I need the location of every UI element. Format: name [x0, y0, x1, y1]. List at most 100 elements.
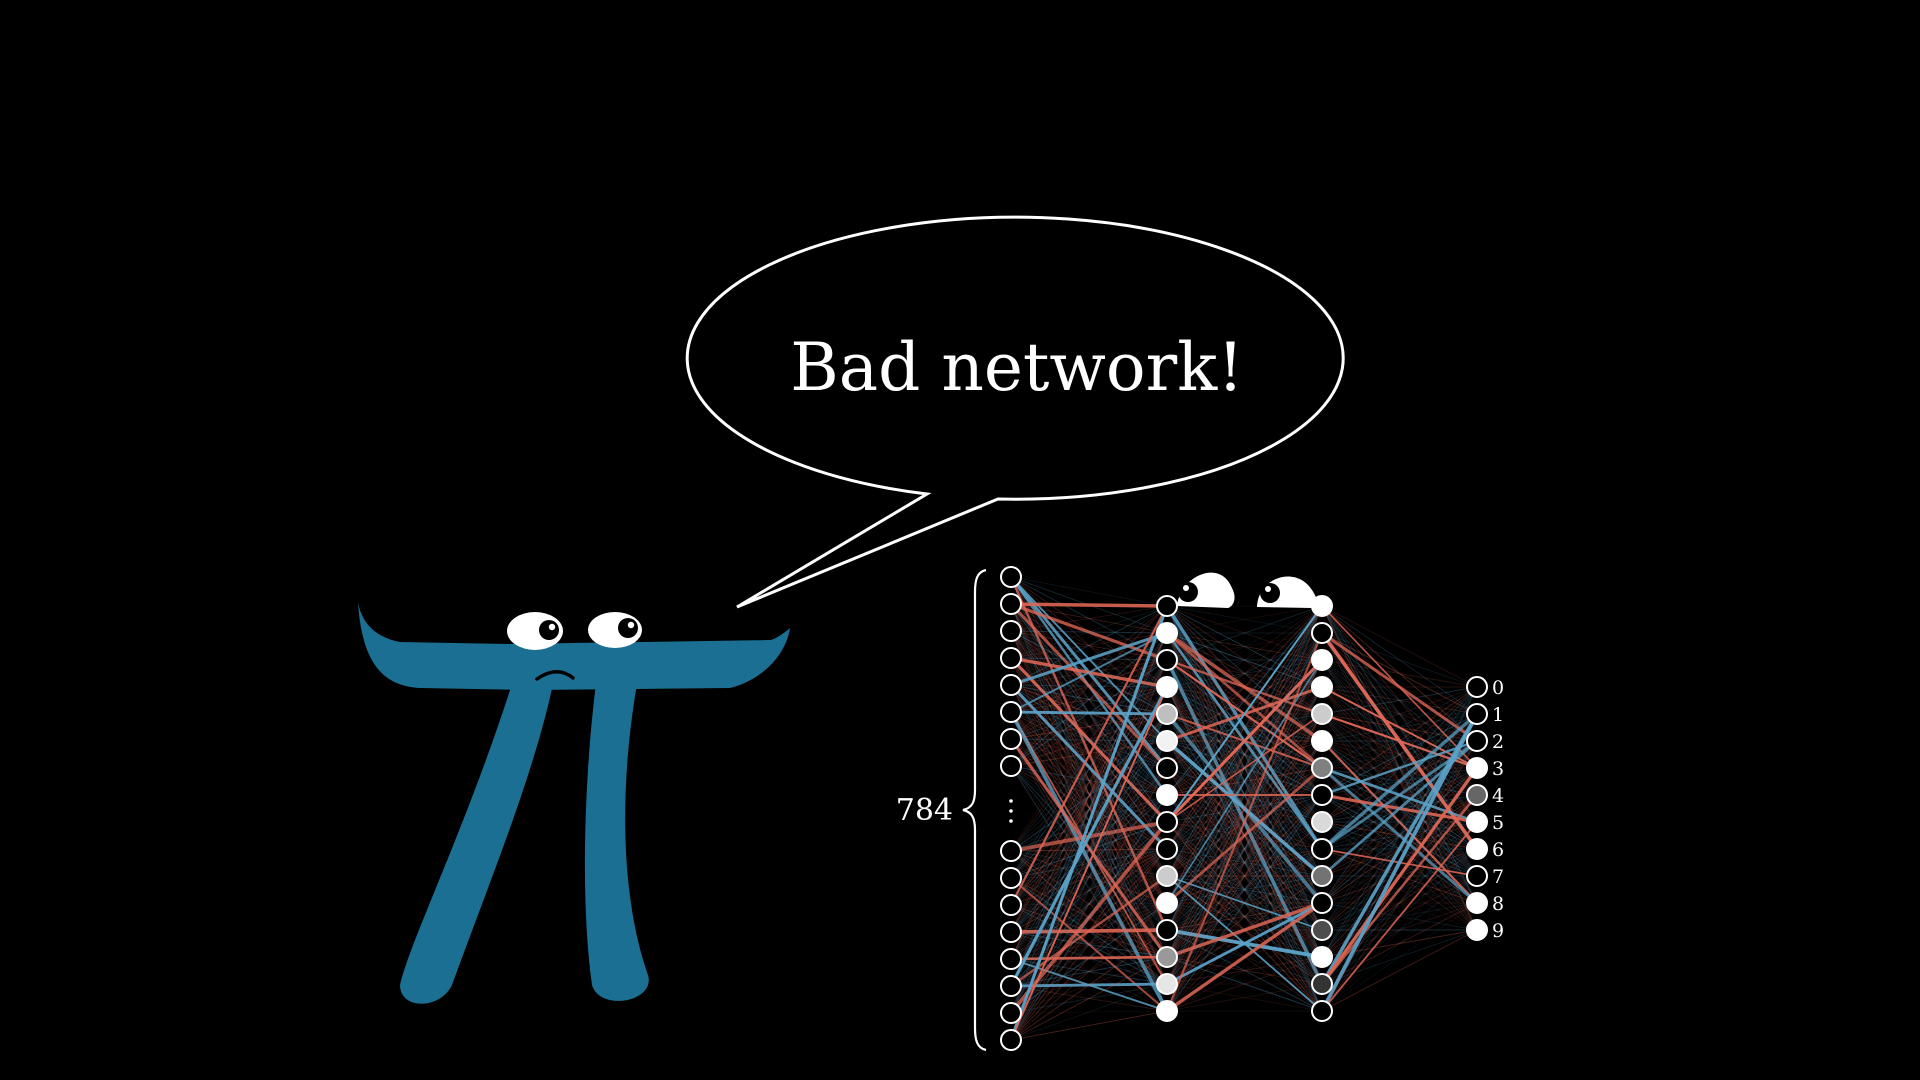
weight-edge [1166, 632, 1323, 904]
input-neuron [1000, 921, 1022, 943]
weight-edge [1166, 713, 1323, 742]
weight-edge [1166, 848, 1323, 877]
weight-edge [1166, 686, 1323, 769]
weight-edge [1166, 767, 1323, 850]
weight-edge [1166, 956, 1323, 985]
weight-edge [1166, 713, 1323, 877]
input-neuron [1000, 620, 1022, 642]
weight-edge [1166, 605, 1323, 823]
weight-edge [1321, 739, 1478, 797]
weight-edge [1010, 902, 1168, 906]
weight-edge [1321, 875, 1478, 931]
weight-edge [1166, 686, 1323, 985]
weight-edge [1166, 713, 1323, 904]
weight-edge [1166, 713, 1323, 985]
weight-edge [1166, 821, 1323, 1012]
weight-edge [1166, 901, 1323, 986]
neurons [1000, 566, 1488, 1051]
weight-edge [1010, 630, 1168, 985]
weight-edge [1321, 713, 1478, 769]
weight-edge [1165, 605, 1324, 850]
weight-edge [1321, 794, 1478, 985]
weight-edge [1320, 713, 1479, 985]
weight-edge [1010, 576, 1168, 715]
weight-edge [1010, 632, 1168, 659]
hidden2-neuron [1311, 703, 1333, 725]
weight-edge [1010, 603, 1168, 796]
weight-edge [1010, 686, 1168, 740]
hidden1-neuron [1156, 730, 1178, 752]
weight-edge [1321, 794, 1478, 877]
ellipsis-dot [1009, 809, 1013, 813]
weight-edge [1010, 955, 1168, 961]
weight-edge [1166, 686, 1323, 931]
weight-edge [1010, 821, 1168, 933]
input-neuron [1000, 1029, 1022, 1051]
input-neuron [1000, 867, 1022, 889]
weight-edge [1010, 765, 1168, 1012]
weight-edge [1010, 877, 1168, 931]
weight-edge [1166, 821, 1323, 985]
weight-edge [1010, 794, 1168, 1014]
input-count-label: 784 [896, 793, 953, 828]
weight-edge [1166, 875, 1323, 958]
weight-edge [1010, 631, 1168, 687]
weight-edge [1321, 794, 1478, 1012]
output-neuron [1466, 676, 1488, 698]
weight-edge [1010, 576, 1168, 823]
weight-edge [1010, 765, 1168, 985]
weight-edges [1009, 576, 1479, 1041]
weight-edge [1010, 686, 1168, 1041]
network-left-eye [1177, 572, 1235, 608]
weight-edge [1166, 794, 1323, 823]
weight-edge [1166, 821, 1323, 904]
weight-edge [1166, 659, 1323, 742]
output-digit-label: 2 [1492, 731, 1504, 753]
weight-edge [1321, 713, 1478, 823]
weight-edge [1010, 848, 1168, 960]
weight-edge [1010, 1010, 1168, 1041]
weight-edge [1166, 740, 1323, 931]
weight-edge [1010, 710, 1168, 716]
weight-edge [1166, 605, 1323, 1012]
input-ellipsis [1009, 799, 1013, 823]
weight-edge [1010, 983, 1168, 1041]
weight-edge [1010, 738, 1168, 1012]
weight-edge [1166, 767, 1323, 1012]
weight-edge [1166, 848, 1323, 877]
weight-edge [1321, 875, 1478, 931]
output-neuron [1466, 919, 1488, 941]
weight-edge [1321, 605, 1478, 715]
weight-edge [1321, 929, 1478, 1012]
weight-edge [1010, 850, 1168, 931]
weight-edge [1010, 605, 1168, 713]
weight-edge [1166, 605, 1323, 634]
weight-edge [1321, 848, 1478, 1012]
hidden1-neuron [1156, 703, 1178, 725]
hidden1-neuron [1156, 1000, 1178, 1022]
weight-edge [1010, 686, 1168, 933]
weight-edge [1010, 605, 1168, 740]
weight-edge [1166, 659, 1323, 796]
weight-edge [1010, 684, 1168, 904]
weight-edge [1166, 659, 1323, 688]
weight-edge [1010, 740, 1168, 960]
weight-edge [1010, 902, 1168, 1014]
weight-edge [1166, 767, 1323, 958]
weight-edge [1010, 686, 1168, 852]
weight-edge [1166, 766, 1323, 905]
weight-edge [1321, 686, 1478, 823]
output-digit-label: 0 [1492, 677, 1504, 699]
weight-edge [1010, 657, 1168, 796]
weight-edge [1166, 983, 1323, 1012]
pi-mouth-frown [535, 670, 575, 681]
weight-edge [1010, 765, 1168, 769]
input-neuron [1000, 755, 1022, 777]
input-neuron [1000, 674, 1022, 696]
weight-edge [1010, 659, 1168, 1041]
weight-edge [1166, 659, 1323, 1012]
weight-edge [1166, 740, 1323, 958]
weight-edge [1010, 877, 1168, 1012]
hidden1-neuron [1156, 973, 1178, 995]
weight-edge [1010, 821, 1168, 987]
